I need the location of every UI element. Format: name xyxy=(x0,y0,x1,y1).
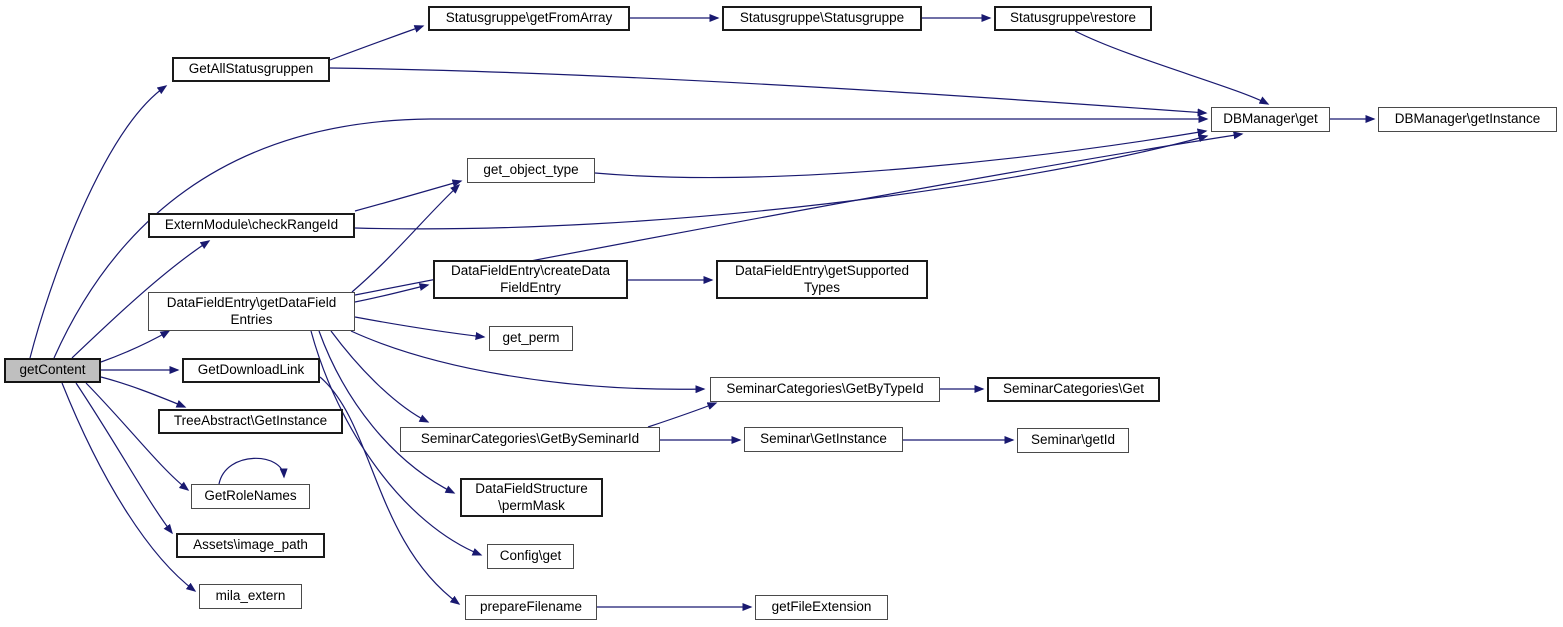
node-label: \permMask xyxy=(498,497,565,513)
node-Seminar_GetInstance[interactable]: Seminar\GetInstance xyxy=(744,427,903,452)
node-label: DataFieldStructure xyxy=(475,480,588,496)
edge-Statusgruppe_restore-to-DBManager_get xyxy=(1074,30,1270,105)
node-SeminarCategories_GetBySeminarId[interactable]: SeminarCategories\GetBySeminarId xyxy=(400,427,660,452)
node-GetDownloadLink[interactable]: GetDownloadLink xyxy=(182,358,320,383)
edge-GetAllStatusgruppen-to-DBManager_get xyxy=(329,67,1208,117)
node-TreeAbstract_GetInstance[interactable]: TreeAbstract\GetInstance xyxy=(158,409,343,434)
node-label: GetDownloadLink xyxy=(197,362,305,378)
node-label: GetAllStatusgruppen xyxy=(188,61,314,77)
node-Statusgruppe_Statusgruppe[interactable]: Statusgruppe\Statusgruppe xyxy=(722,6,922,31)
node-get_object_type[interactable]: get_object_type xyxy=(467,158,595,183)
edge-DataFieldEntry_getDataFieldEntries-to-Config_get xyxy=(310,330,483,556)
edge-DataFieldEntry_getDataFieldEntries-to-DataFieldStructure_permMask xyxy=(318,330,456,494)
node-label: SeminarCategories\GetByTypeId xyxy=(726,381,924,397)
node-Seminar_getId[interactable]: Seminar\getId xyxy=(1017,428,1129,453)
node-label: SeminarCategories\Get xyxy=(1002,381,1145,397)
node-label: prepareFilename xyxy=(479,599,583,615)
node-DBManager_getInstance[interactable]: DBManager\getInstance xyxy=(1378,107,1557,132)
node-label: ExternModule\checkRangeId xyxy=(164,217,339,233)
edge-getContent-to-ExternModule_checkRangeId xyxy=(71,240,211,359)
node-getContent: getContent xyxy=(4,358,101,383)
edge-DataFieldEntry_getDataFieldEntries-to-SeminarCategories_GetBySeminarId xyxy=(330,330,430,423)
node-prepareFilename[interactable]: prepareFilename xyxy=(465,595,597,620)
node-label: DataFieldEntry\getDataField xyxy=(166,294,337,310)
edge-DataFieldEntry_getDataFieldEntries-to-DataFieldEntry_createDataFieldEntry xyxy=(354,283,430,303)
node-label: get_object_type xyxy=(483,162,579,178)
node-label: DBManager\get xyxy=(1223,111,1318,127)
node-label: Entries xyxy=(230,311,273,327)
edge-getContent-to-DataFieldEntry_getDataFieldEntries xyxy=(100,330,171,363)
node-Assets_image_path[interactable]: Assets\image_path xyxy=(176,533,325,558)
edge-getContent-to-TreeAbstract_GetInstance xyxy=(100,376,187,408)
edge-get_object_type-to-DBManager_get xyxy=(594,128,1208,179)
edge-getContent-to-GetRoleNames xyxy=(85,382,190,491)
node-get_perm[interactable]: get_perm xyxy=(489,326,573,351)
node-mila_extern[interactable]: mila_extern xyxy=(199,584,302,609)
node-label: Config\get xyxy=(499,548,562,564)
node-label: Statusgruppe\restore xyxy=(1009,10,1137,26)
node-DBManager_get[interactable]: DBManager\get xyxy=(1211,107,1330,132)
edge-GetDownloadLink-to-prepareFilename xyxy=(319,376,461,605)
node-label: getFileExtension xyxy=(771,599,872,615)
node-Statusgruppe_restore[interactable]: Statusgruppe\restore xyxy=(994,6,1152,31)
node-label: mila_extern xyxy=(215,588,286,604)
edge-DataFieldEntry_getDataFieldEntries-to-get_perm xyxy=(354,316,486,340)
edge-GetRoleNames-to-GetRoleNames xyxy=(218,457,288,485)
node-SeminarCategories_Get[interactable]: SeminarCategories\Get xyxy=(987,377,1160,402)
edge-DataFieldEntry_getDataFieldEntries-to-get_object_type xyxy=(351,183,461,293)
node-label: TreeAbstract\GetInstance xyxy=(173,413,328,429)
edge-ExternModule_checkRangeId-to-get_object_type xyxy=(354,179,463,212)
node-GetRoleNames[interactable]: GetRoleNames xyxy=(191,484,310,509)
node-label: DataFieldEntry\createData xyxy=(450,262,611,278)
edge-getContent-to-mila_extern xyxy=(61,382,197,592)
node-label: Statusgruppe\Statusgruppe xyxy=(739,10,905,26)
node-Config_get[interactable]: Config\get xyxy=(487,544,574,569)
node-SeminarCategories_GetByTypeId[interactable]: SeminarCategories\GetByTypeId xyxy=(710,377,940,402)
node-ExternModule_checkRangeId[interactable]: ExternModule\checkRangeId xyxy=(148,213,355,238)
edge-ExternModule_checkRangeId-to-DBManager_get xyxy=(354,134,1209,230)
node-label: getContent xyxy=(19,362,86,378)
node-label: Seminar\GetInstance xyxy=(760,431,887,447)
node-label: Types xyxy=(803,279,841,295)
edge-getContent-to-GetAllStatusgruppen xyxy=(29,85,168,359)
node-label: get_perm xyxy=(502,330,560,346)
node-label: DBManager\getInstance xyxy=(1394,111,1541,127)
node-label: GetRoleNames xyxy=(204,488,297,504)
node-label: Assets\image_path xyxy=(193,537,308,553)
edge-GetAllStatusgruppen-to-Statusgruppe_getFromArray xyxy=(329,25,425,61)
edge-SeminarCategories_GetBySeminarId-to-SeminarCategories_GetByTypeId xyxy=(647,402,718,428)
node-Statusgruppe_getFromArray[interactable]: Statusgruppe\getFromArray xyxy=(428,6,630,31)
node-GetAllStatusgruppen[interactable]: GetAllStatusgruppen xyxy=(172,57,330,82)
edge-getContent-to-Assets_image_path xyxy=(75,382,173,535)
node-DataFieldStructure_permMask[interactable]: DataFieldStructure\permMask xyxy=(460,478,603,517)
edge-getContent-to-DBManager_get xyxy=(53,115,1209,359)
node-getFileExtension[interactable]: getFileExtension xyxy=(755,595,888,620)
node-label: SeminarCategories\GetBySeminarId xyxy=(420,431,640,447)
node-label: DataFieldEntry\getSupported xyxy=(734,262,910,278)
node-label: FieldEntry xyxy=(500,279,561,295)
node-label: Statusgruppe\getFromArray xyxy=(445,10,613,26)
edge-DataFieldEntry_getDataFieldEntries-to-SeminarCategories_GetByTypeId xyxy=(350,330,706,394)
node-label: Seminar\getId xyxy=(1030,432,1116,448)
